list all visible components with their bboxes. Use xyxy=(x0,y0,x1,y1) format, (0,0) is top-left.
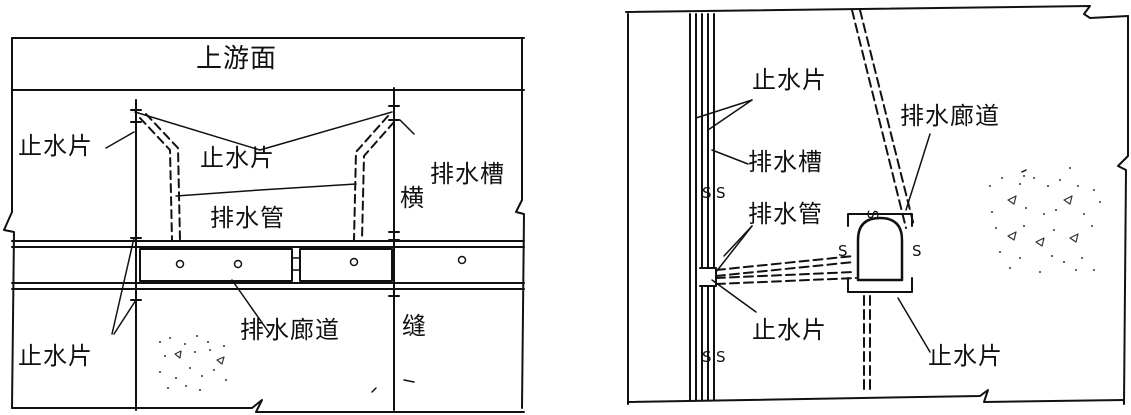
seal-mark: S xyxy=(838,242,848,260)
concrete-dots-right xyxy=(989,167,1101,273)
drain-pipe-right xyxy=(353,115,395,241)
gallery-outline xyxy=(856,216,904,282)
waterstop-notch xyxy=(699,267,717,287)
leaders-right xyxy=(695,99,931,353)
seal-mark: S xyxy=(863,209,882,220)
label-drain-pipe: 排水管 xyxy=(748,200,823,228)
right-figure xyxy=(625,5,1129,405)
concrete-texture-left xyxy=(174,350,225,365)
label-waterstop: 止水片 xyxy=(928,342,1003,370)
left-frame-left xyxy=(3,37,15,409)
label-drain-groove: 排水槽 xyxy=(430,160,505,188)
leaders-left xyxy=(105,111,415,335)
label-waterstop: 止水片 xyxy=(752,316,827,344)
seal-mark: S xyxy=(716,348,726,366)
label-drain-pipe: 排水管 xyxy=(210,204,285,232)
gallery-holes xyxy=(175,255,467,269)
label-waterstop: 止水片 xyxy=(18,132,93,160)
joint-ticks xyxy=(130,105,400,301)
right-frame-right xyxy=(1117,15,1129,405)
left-frame-bottom xyxy=(11,399,525,413)
gallery-band xyxy=(11,240,525,290)
left-title: 上游面 xyxy=(196,44,278,74)
seal-mark: S xyxy=(702,184,712,202)
right-frame-bottom xyxy=(627,389,1125,403)
label-waterstop: 止水片 xyxy=(200,144,275,172)
label-transverse: 横 xyxy=(400,184,425,212)
gallery-bracket xyxy=(847,277,913,293)
seal-mark: S xyxy=(702,348,712,366)
right-drain-pipes xyxy=(715,9,915,393)
seal-mark: S xyxy=(912,242,922,260)
left-frame-right xyxy=(515,37,525,409)
concrete-texture-right xyxy=(1007,195,1079,247)
label-waterstop: 止水片 xyxy=(752,66,827,94)
drain-pipe-left xyxy=(139,113,181,241)
drain-groove-lines xyxy=(689,13,715,401)
right-frame-top xyxy=(625,5,1129,19)
label-waterstop: 止水片 xyxy=(18,342,93,370)
label-gallery: 排水廊道 xyxy=(240,316,340,344)
label-gallery: 排水廊道 xyxy=(900,102,1000,130)
label-drain-groove: 排水槽 xyxy=(748,148,823,176)
seal-mark: S xyxy=(716,184,726,202)
gallery-segment xyxy=(139,248,293,282)
gallery-segment xyxy=(299,248,393,282)
gallery-joint-box xyxy=(291,257,301,271)
stray-marks xyxy=(371,379,415,393)
concrete-dots-left xyxy=(159,335,227,391)
left-figure xyxy=(3,37,525,413)
label-joint: 缝 xyxy=(402,312,427,340)
